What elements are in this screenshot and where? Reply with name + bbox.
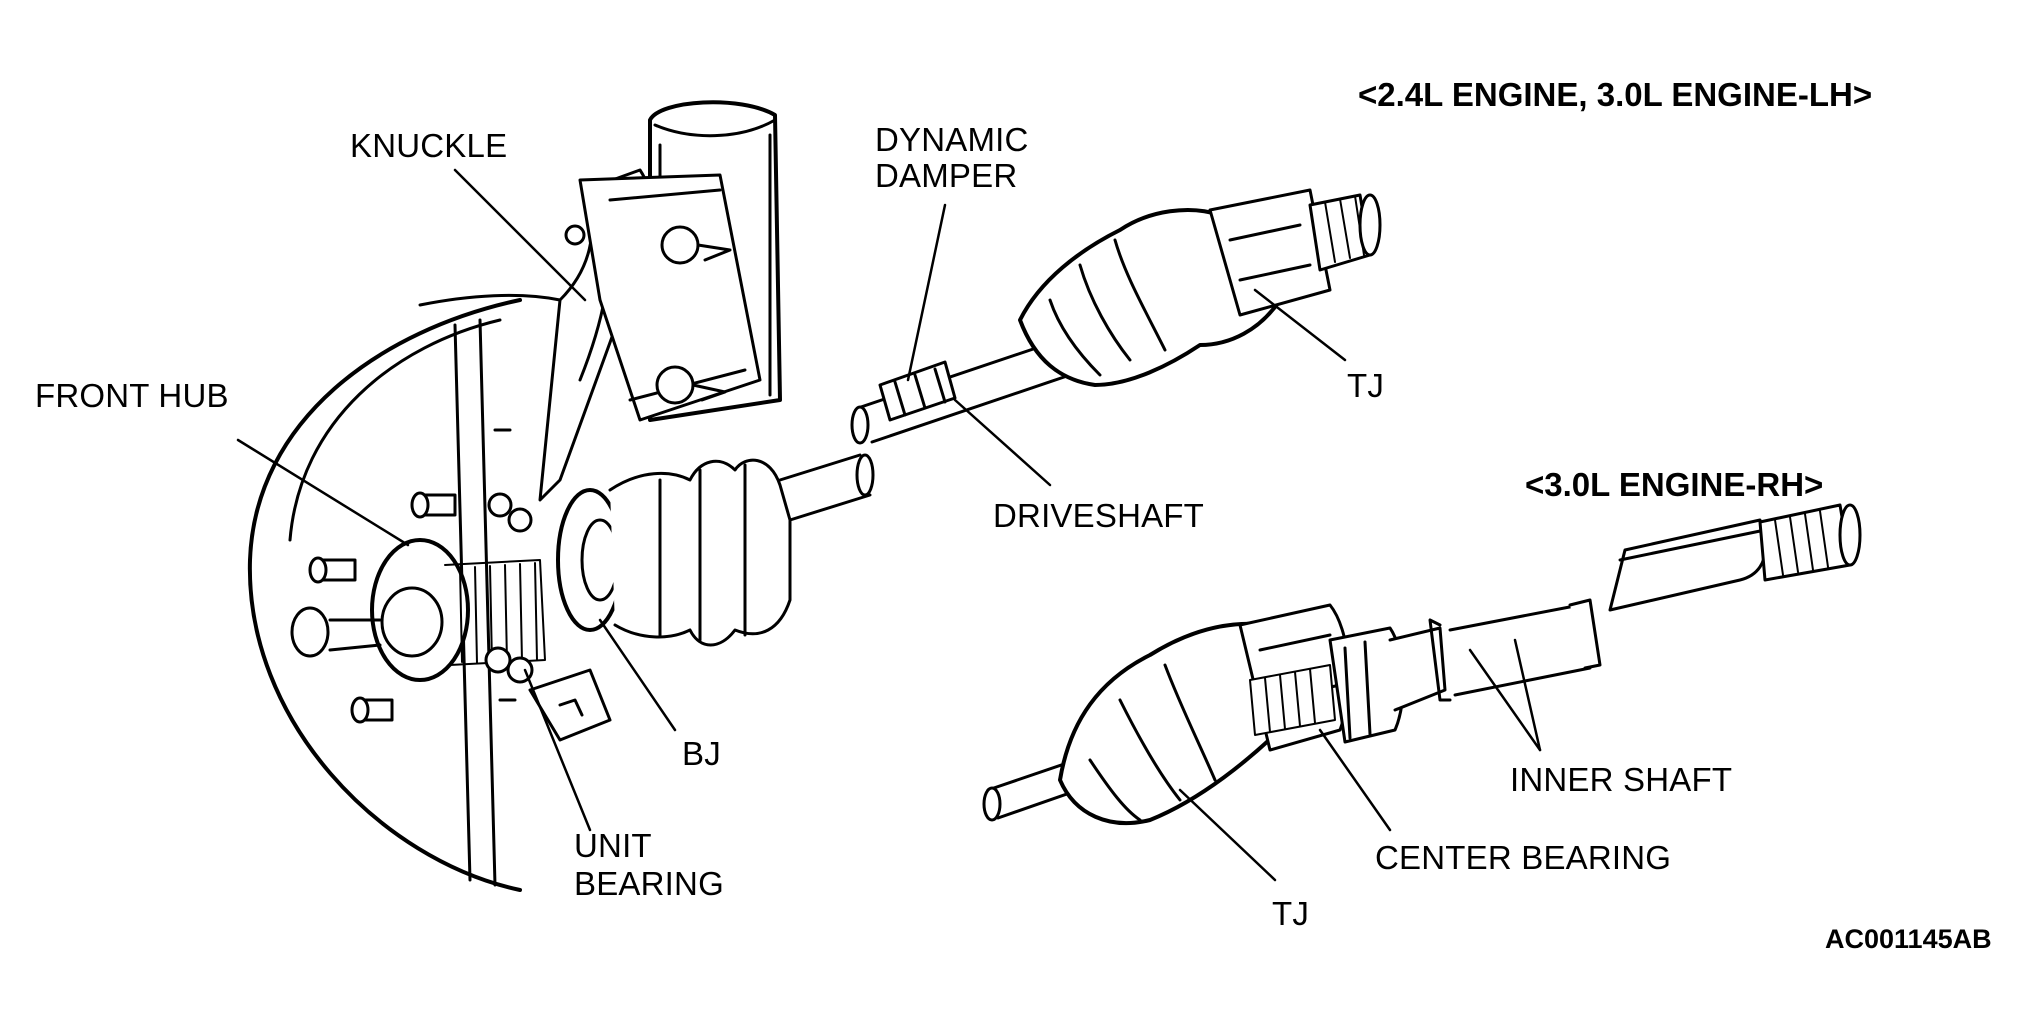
label-unit: UNIT (574, 827, 652, 864)
wheel-stud (410, 491, 457, 519)
label-dynamic: DYNAMIC (875, 121, 1029, 158)
label-inner-shaft: INNER SHAFT (1510, 761, 1733, 798)
label-bj: BJ (682, 735, 721, 772)
lower-driveshaft (982, 503, 1862, 826)
label-center-bearing: CENTER BEARING (1375, 839, 1672, 876)
upper-driveshaft (850, 188, 1382, 445)
hub-knuckle-assembly (247, 100, 782, 892)
figure-code: AC001145AB (1825, 924, 1992, 954)
leader-lines (236, 168, 1542, 882)
label-damper: DAMPER (875, 157, 1018, 194)
heading-upper-engine: <2.4L ENGINE, 3.0L ENGINE-LH> (1358, 76, 1873, 113)
label-driveshaft: DRIVESHAFT (993, 497, 1205, 534)
left-shaft (778, 453, 872, 522)
label-tj-upper: TJ (1347, 367, 1385, 404)
label-tj-lower: TJ (1272, 895, 1310, 932)
wheel-stud (350, 696, 394, 724)
bj-boot (556, 458, 792, 647)
wheel-stud (308, 556, 357, 584)
label-bearing: BEARING (574, 865, 724, 902)
label-knuckle: KNUCKLE (350, 127, 508, 164)
heading-lower-engine: <3.0L ENGINE-RH> (1525, 466, 1824, 503)
label-front-hub: FRONT HUB (35, 377, 229, 414)
